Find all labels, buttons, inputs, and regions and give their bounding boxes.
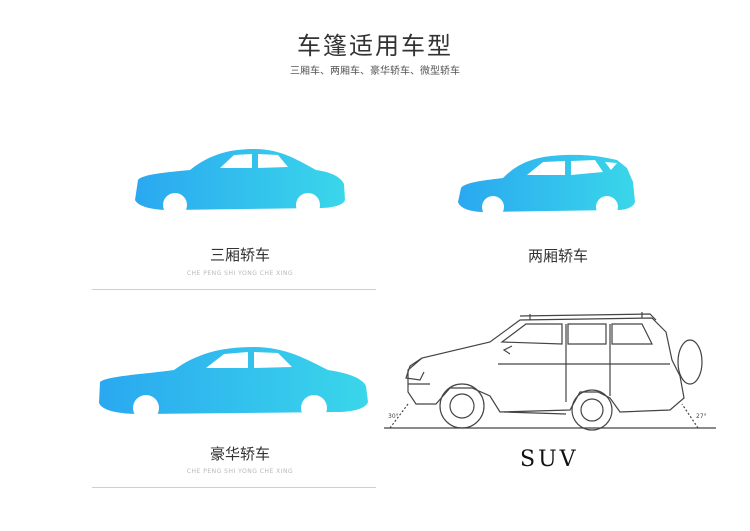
car-label-sedan: 三厢轿车 bbox=[209, 246, 270, 264]
svg-text:27°: 27° bbox=[696, 413, 707, 420]
divider-line bbox=[92, 487, 376, 488]
car-label-hatchback: 两厢轿车 bbox=[527, 247, 588, 265]
svg-text:30°: 30° bbox=[388, 413, 399, 420]
page-title: 车篷适用车型 bbox=[297, 32, 453, 60]
divider-line bbox=[92, 289, 376, 290]
hatchback-silhouette-icon bbox=[458, 154, 635, 218]
car-pinyin-luxury-sedan: CHE PENG SHI YONG CHE XING bbox=[186, 468, 294, 475]
car-label-suv: SUV bbox=[520, 447, 579, 472]
sedan-silhouette-icon bbox=[135, 149, 345, 217]
car-pinyin-sedan: CHE PENG SHI YONG CHE XING bbox=[186, 270, 294, 277]
page-subtitle: 三厢车、两厢车、豪华轿车、微型轿车 bbox=[290, 66, 460, 77]
luxury-sedan-silhouette-icon bbox=[99, 347, 368, 421]
suv-line-drawing-icon: 30° 27° bbox=[384, 312, 716, 431]
car-label-luxury-sedan: 豪华轿车 bbox=[209, 445, 270, 463]
